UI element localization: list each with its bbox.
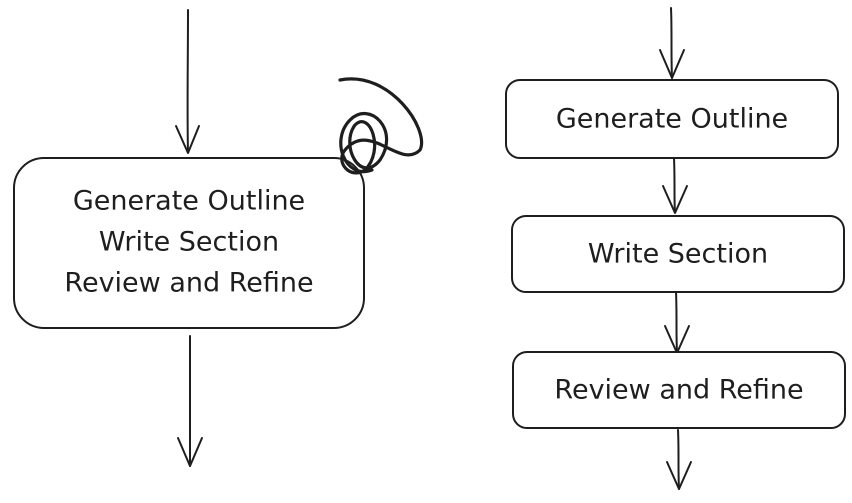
combined-step-line-review-and-refine: Review and Refine bbox=[64, 268, 313, 299]
arrow-outline-to-section-head bbox=[662, 185, 688, 214]
right-flow: Generate Outline Write Section Review an… bbox=[505, 7, 846, 490]
step-box-write-section[interactable] bbox=[511, 215, 845, 293]
right-entry-arrow-shaft bbox=[670, 7, 673, 79]
combined-step-box[interactable] bbox=[13, 157, 365, 329]
step-label-review-and-refine: Review and Refine bbox=[554, 375, 803, 406]
arrow-outline-to-section-shaft bbox=[673, 157, 676, 213]
combined-step-line-generate-outline: Generate Outline bbox=[73, 186, 305, 217]
step-label-write-section: Write Section bbox=[588, 239, 768, 270]
arrow-section-to-review-shaft bbox=[675, 291, 678, 353]
step-box-review-and-refine[interactable] bbox=[512, 351, 846, 429]
left-top-arrow-head bbox=[175, 125, 200, 154]
right-exit-arrow-head bbox=[666, 461, 692, 490]
left-flow: Generate Outline Write Section Review an… bbox=[13, 9, 424, 467]
step-label-generate-outline: Generate Outline bbox=[556, 104, 788, 135]
right-entry-arrow-head bbox=[659, 49, 685, 79]
combined-step-line-write-section: Write Section bbox=[99, 227, 279, 258]
right-exit-arrow-shaft bbox=[677, 429, 680, 490]
step-box-generate-outline[interactable] bbox=[505, 79, 839, 159]
left-bottom-arrow-head bbox=[177, 437, 203, 467]
scribble-mark bbox=[338, 77, 424, 175]
